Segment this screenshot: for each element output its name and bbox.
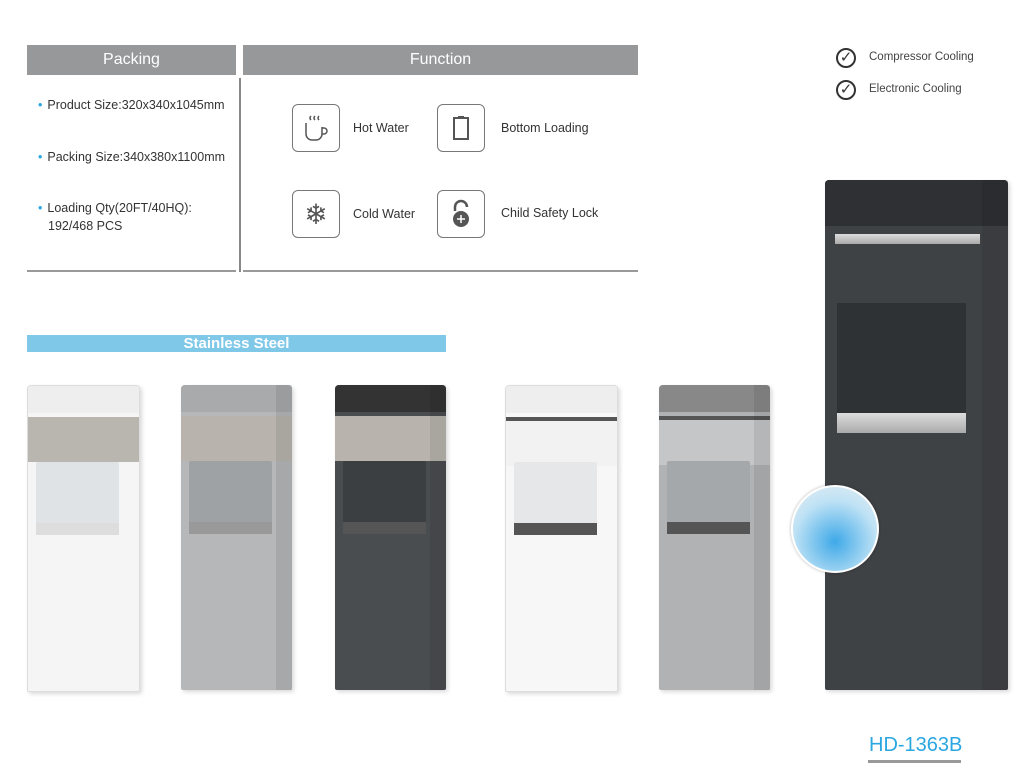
model-underline <box>868 760 961 763</box>
hot-cup-icon <box>292 104 340 152</box>
cooling-option: Electronic Cooling <box>869 83 962 95</box>
lock-icon <box>437 190 485 238</box>
bottle-icon <box>437 104 485 152</box>
dispenser-white <box>505 385 618 692</box>
dispenser-white-steel <box>27 385 140 692</box>
water-bottle-inset <box>791 485 879 573</box>
divider <box>243 270 638 272</box>
divider <box>27 270 236 272</box>
product-size: Product Size:320x340x1045mm <box>38 96 224 114</box>
check-icon: ✓ <box>836 80 856 100</box>
packing-size: Packing Size:340x380x1100mm <box>38 148 225 166</box>
loading-qty-value: 192/468 PCS <box>48 219 123 233</box>
child-lock-label: Child Safety Lock <box>501 206 599 220</box>
model-number: HD-1363B <box>869 734 963 756</box>
dispenser-silver <box>659 385 770 690</box>
stainless-steel-banner: Stainless Steel <box>27 335 446 352</box>
divider <box>239 78 241 272</box>
snowflake-icon: ❄ <box>292 190 340 238</box>
dispenser-main-hd-1363b <box>825 180 1008 690</box>
loading-qty: Loading Qty(20FT/40HQ): <box>38 199 192 217</box>
check-icon: ✓ <box>836 48 856 68</box>
function-header: Function <box>243 45 638 75</box>
hot-water-label: Hot Water <box>353 121 409 135</box>
cold-water-label: Cold Water <box>353 207 416 221</box>
cooling-option: Compressor Cooling <box>869 51 974 63</box>
packing-header: Packing <box>27 45 236 75</box>
dispenser-dark-steel <box>335 385 446 690</box>
bottom-loading-label: Bottom Loading <box>501 121 589 135</box>
dispenser-silver-steel <box>181 385 292 690</box>
